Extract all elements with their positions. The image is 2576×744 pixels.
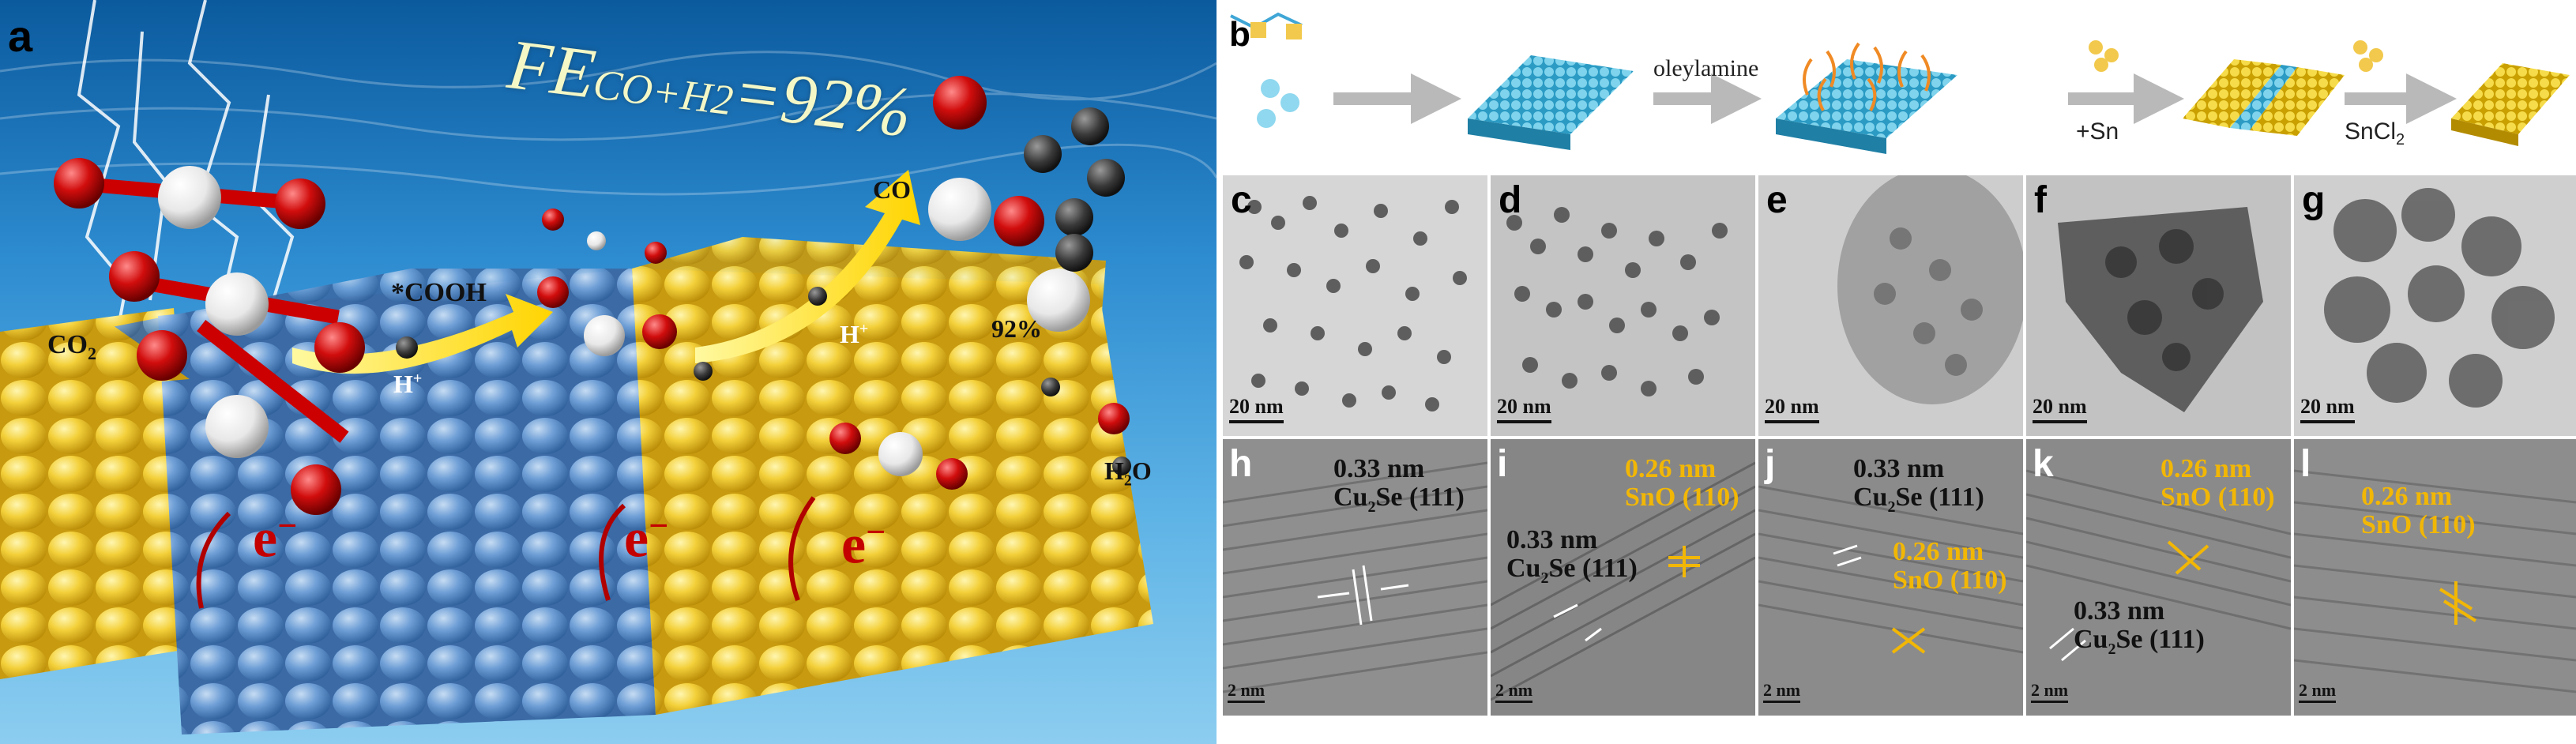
panel-label-d: d xyxy=(1499,179,1522,221)
co-label: CO xyxy=(873,175,911,204)
proton-label-1: H+ xyxy=(393,370,423,398)
co-product-molecule xyxy=(928,76,1090,332)
hrtem-h-fringes xyxy=(1223,439,1487,716)
scale-bar-f: 20 nm xyxy=(2033,395,2087,423)
tem-d-texture xyxy=(1491,175,1755,436)
fe-text: FE xyxy=(503,24,600,114)
sno-final-plate xyxy=(2451,63,2570,134)
sncl2-precursor-dots xyxy=(2353,40,2383,72)
sn-cu2se-hybrid-plate xyxy=(2250,67,2345,136)
panel-a-illustration: a FECO+H2=92% CO2 *COOH H+ H+ CO 92% H2O… xyxy=(0,0,1217,744)
tem-image-f: f 20 nm xyxy=(2026,175,2291,436)
cooh-label: *COOH xyxy=(391,278,487,307)
hydrogen-atom xyxy=(396,336,418,359)
sn-precursor-dots xyxy=(2089,40,2119,72)
panel-label-k: k xyxy=(2033,443,2054,485)
panel-label-e: e xyxy=(1766,179,1788,221)
co2-label: CO2 xyxy=(47,330,96,363)
electron-label-3: e− xyxy=(841,513,886,576)
panel-label-b: b xyxy=(1229,15,1250,54)
co2-reduction-scene xyxy=(0,0,1217,744)
cu2se-nanoplate xyxy=(1468,55,1634,134)
panel-label-h: h xyxy=(1229,443,1253,485)
cooh-intermediate xyxy=(537,209,713,381)
panel-label-j: j xyxy=(1765,443,1776,485)
panel-label-f: f xyxy=(2034,179,2047,221)
proton-label-2: H+ xyxy=(840,320,869,348)
co2-molecule-bottom xyxy=(137,319,349,515)
co2-molecule-middle xyxy=(109,251,365,373)
tem-g-texture xyxy=(2294,175,2576,436)
electron-flow-arrows xyxy=(196,496,816,609)
hrtem-k-fringes xyxy=(2026,439,2291,716)
scale-bar-g: 20 nm xyxy=(2300,395,2355,423)
electron-label-1: e− xyxy=(253,506,298,569)
scale-bar-c: 20 nm xyxy=(1229,395,1284,423)
hrtem-i-fringes xyxy=(1491,439,1755,716)
tem-e-texture xyxy=(1758,175,2023,436)
fe-subscript: CO+H2 xyxy=(590,60,736,125)
percent-label: 92% xyxy=(991,314,1042,343)
step-label-sn: +Sn xyxy=(2076,118,2119,145)
scale-bar-h: 2 nm xyxy=(1228,680,1265,703)
ohh-molecule xyxy=(829,423,968,490)
reaction-arrow-1 xyxy=(292,294,553,374)
reaction-arrow-2 xyxy=(695,170,920,363)
panel-label-g: g xyxy=(2302,179,2326,221)
synthesis-scheme-graphic xyxy=(1230,12,2570,154)
step-label-sncl2: SnCl2 xyxy=(2345,118,2405,148)
scale-bar-i: 2 nm xyxy=(1495,680,1533,703)
scale-bar-e: 20 nm xyxy=(1765,395,1819,423)
scale-bar-l: 2 nm xyxy=(2299,680,2337,703)
h2o-molecule xyxy=(1041,378,1131,475)
panel-label-a: a xyxy=(8,11,33,61)
scale-bar-j: 2 nm xyxy=(1763,680,1801,703)
panel-label-c: c xyxy=(1231,179,1252,221)
tem-image-e: e 20 nm xyxy=(1758,175,2023,436)
scale-bar-k: 2 nm xyxy=(2031,680,2069,703)
panel-label-l: l xyxy=(2300,443,2311,485)
tem-f-texture xyxy=(2026,175,2291,436)
tem-image-g: g 20 nm xyxy=(2294,175,2576,436)
h2o-label: H2O xyxy=(1104,457,1152,490)
scale-bar-d: 20 nm xyxy=(1497,395,1551,423)
tem-c-texture xyxy=(1223,175,1487,436)
hrtem-j-fringes xyxy=(1758,439,2023,716)
tem-image-d: d 20 nm xyxy=(1491,175,1755,436)
catalyst-surface xyxy=(0,237,1153,735)
precursor-icon xyxy=(1230,12,1303,128)
panel-b-synthesis-scheme: b oleylamine +Sn SnCl2 xyxy=(1223,0,2576,175)
oleylamine-capped-plate xyxy=(1776,59,1957,138)
electron-label-2: e− xyxy=(624,506,669,569)
h2-bubbles xyxy=(1024,107,1125,272)
step-label-oleylamine: oleylamine xyxy=(1653,55,1759,81)
co2-molecule-top xyxy=(54,158,325,229)
tem-image-c: c 20 nm xyxy=(1223,175,1487,436)
panel-label-i: i xyxy=(1497,443,1508,485)
hrtem-l-fringes xyxy=(2294,439,2576,716)
